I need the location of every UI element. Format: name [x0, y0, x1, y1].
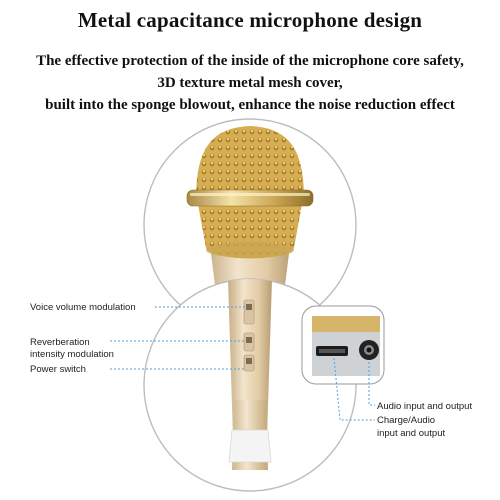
callout-voice-volume: Voice volume modulation — [30, 302, 136, 313]
callout-audio-io: Audio input and output — [377, 401, 473, 412]
description-line-3: built into the sponge blowout, enhance t… — [45, 97, 455, 113]
callout-charge-line-2: input and output — [377, 428, 446, 439]
description-line-2: 3D texture metal mesh cover, — [157, 75, 343, 91]
callout-power-switch: Power switch — [30, 364, 86, 375]
callout-charge-line-1: Charge/Audio — [377, 415, 436, 426]
description-line-1: The effective protection of the inside o… — [36, 53, 464, 69]
leader-lines — [110, 306, 375, 421]
port-detail-inset — [301, 305, 385, 385]
page-title: Metal capacitance microphone design — [77, 8, 423, 32]
callout-reverb-line-2: intensity modulation — [30, 349, 114, 360]
callout-reverb-line-1: Reverberation — [30, 337, 90, 348]
